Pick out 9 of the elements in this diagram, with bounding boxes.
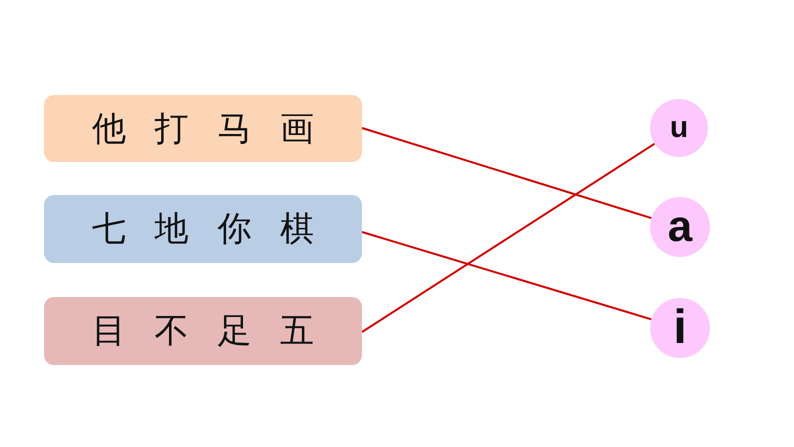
letter-circle: a xyxy=(650,197,710,257)
matching-line xyxy=(362,231,652,320)
word-box: 他 打 马 画 xyxy=(44,95,362,162)
word-box: 七 地 你 棋 xyxy=(44,195,362,263)
matching-line xyxy=(362,127,652,220)
letter-circle: u xyxy=(650,99,708,157)
word-box: 目 不 足 五 xyxy=(44,297,362,365)
matching-line xyxy=(361,142,656,333)
letter-circle: i xyxy=(650,298,710,358)
